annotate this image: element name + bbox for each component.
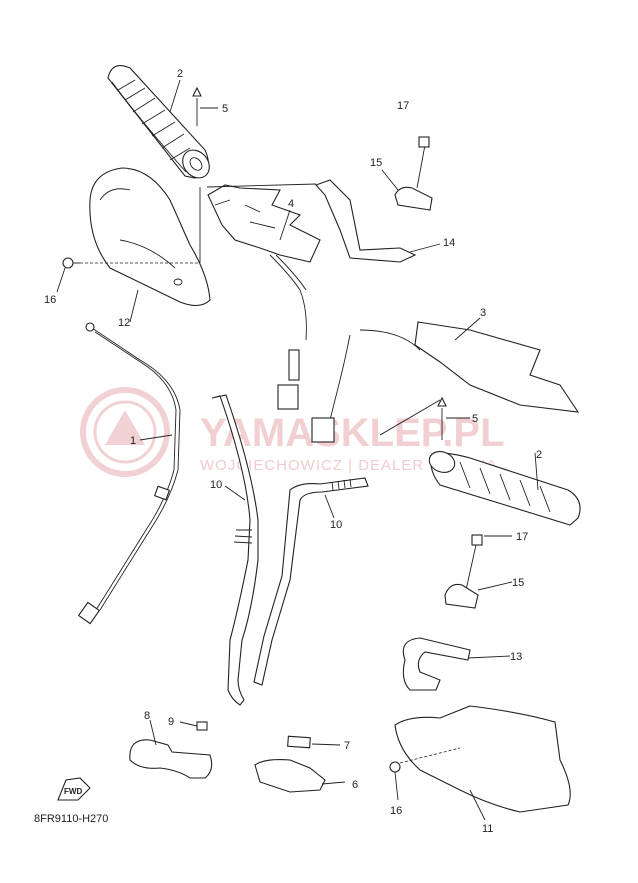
hand-guard-left: [75, 167, 211, 307]
throttle-cable: [77, 322, 181, 625]
callout-2-lower: 2: [536, 449, 542, 461]
watermark-tagline: WOJCIECHOWICZ | DEALER YAMAHA: [200, 457, 497, 474]
callout-11: 11: [482, 823, 493, 835]
callout-2-upper: 2: [177, 68, 183, 80]
callout-6: 6: [352, 779, 358, 791]
bolt-16-upper: [62, 257, 80, 269]
callout-10-right: 10: [330, 519, 342, 531]
callouts: 2 5 17 15 4 14 16 12 3 5 1 2 10 10 17 15…: [44, 68, 542, 835]
callout-13: 13: [510, 651, 522, 663]
screw-upper: [192, 86, 202, 126]
callout-5-upper: 5: [222, 103, 228, 115]
switch-assembly-left: [207, 184, 321, 410]
callout-17-lower: 17: [516, 531, 528, 543]
callout-15-upper: 15: [370, 157, 382, 169]
callout-15-lower: 15: [512, 577, 524, 589]
small-bracket: [129, 721, 213, 779]
callout-16-upper: 16: [44, 294, 56, 306]
callout-12: 12: [118, 317, 130, 329]
handlebar-right: [253, 477, 369, 686]
bracket-lower: [402, 637, 471, 691]
grip-upper: [107, 65, 210, 179]
forward-arrow-icon: FWD: [57, 777, 91, 801]
pad-bracket: [254, 735, 326, 793]
switch-assembly-right: [311, 321, 580, 443]
clamp-upper: [394, 136, 433, 211]
callout-3: 3: [480, 307, 486, 319]
bracket-upper: [199, 179, 417, 263]
watermark-logo-icon: [80, 387, 170, 477]
callout-14: 14: [443, 237, 455, 249]
leader-lines: [56, 79, 539, 821]
forward-arrow-label: FWD: [64, 787, 82, 796]
handlebar-left: [211, 394, 259, 706]
hand-guard-right: [394, 705, 571, 813]
diagram-reference-code: 8FR9110-H270: [34, 813, 108, 825]
callout-16-lower: 16: [390, 805, 402, 817]
callout-9: 9: [168, 716, 174, 728]
callout-7: 7: [344, 740, 350, 752]
clamp-lower: [444, 534, 483, 609]
callout-8: 8: [144, 710, 150, 722]
callout-10-left: 10: [210, 479, 222, 491]
callout-4: 4: [288, 198, 294, 210]
screw-lower: [437, 396, 447, 440]
callout-17-upper: 17: [397, 100, 409, 112]
grip-lower: [428, 451, 581, 526]
callout-5-lower: 5: [472, 413, 478, 425]
bolt-16-lower: [389, 761, 401, 773]
callout-1: 1: [130, 435, 136, 447]
